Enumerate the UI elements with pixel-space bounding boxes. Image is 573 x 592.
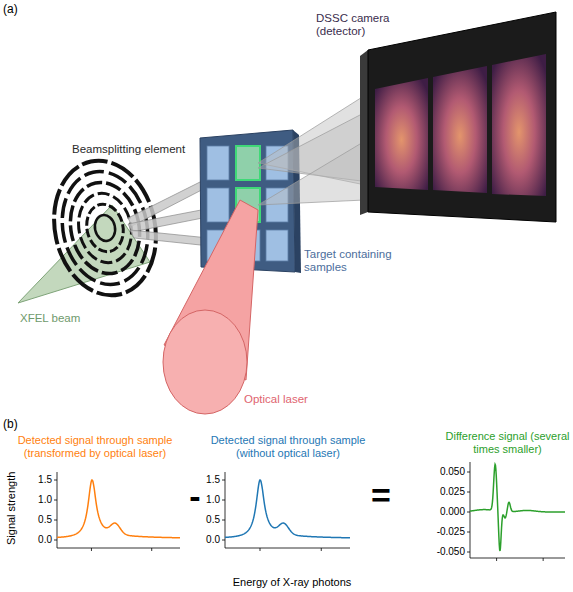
panel-letter: (a)	[3, 3, 18, 17]
y-axis	[225, 472, 226, 548]
tick-mark	[54, 520, 57, 521]
detector	[360, 12, 556, 222]
tick-label: 0.5	[38, 514, 52, 526]
plot-title: Detected signal through sample (transfor…	[0, 434, 190, 460]
plot-title: Detected signal through sample (without …	[200, 434, 376, 460]
part-label: XFEL beam	[20, 312, 80, 325]
tick-mark	[222, 500, 225, 501]
tick-label: -0.050	[437, 546, 465, 558]
plot-panel: Detected signal through sample (without …	[200, 434, 376, 554]
plot-axes	[54, 472, 180, 551]
tick-mark	[54, 480, 57, 481]
x-axis	[225, 548, 350, 549]
part-label: Target containing samples	[304, 248, 409, 274]
plot-axes	[222, 472, 350, 551]
tick-label: 1.0	[38, 494, 52, 506]
tick-mark	[151, 548, 152, 551]
axis-title: Energy of X-ray photons	[233, 576, 352, 589]
operator-symbol: -	[189, 479, 200, 513]
spectrum-curve	[57, 480, 180, 538]
tick-mark	[222, 540, 225, 541]
tick-mark	[54, 500, 57, 501]
tick-mark	[467, 492, 470, 493]
tick-mark	[54, 540, 57, 541]
spectrum-curve	[470, 464, 565, 551]
tick-mark	[222, 480, 225, 481]
tick-mark	[496, 558, 497, 561]
tick-label: 1.0	[206, 494, 220, 506]
panel-letter: (b)	[3, 418, 18, 432]
tick-mark	[467, 552, 470, 553]
part-label: Beamsplitting element	[72, 143, 185, 156]
tick-label: 0.000	[440, 506, 465, 518]
plot-title: Difference signal (several times smaller…	[445, 430, 570, 456]
tick-label: 0.050	[440, 466, 465, 478]
plot-axes	[467, 462, 565, 561]
spectrum-curve	[225, 480, 350, 538]
tick-mark	[543, 558, 544, 561]
x-axis	[470, 558, 565, 559]
plot-panel: Detected signal through sample (transfor…	[0, 434, 190, 554]
tick-label: 1.5	[38, 474, 52, 486]
part-label: Optical laser	[244, 393, 308, 406]
y-axis	[57, 472, 58, 548]
tick-mark	[467, 472, 470, 473]
tick-label: 1.5	[206, 474, 220, 486]
tick-mark	[467, 512, 470, 513]
operator-symbol: =	[371, 478, 391, 512]
axis-title: Signal strength	[6, 471, 19, 544]
optical-laser	[163, 200, 258, 414]
tick-mark	[467, 532, 470, 533]
part-label: DSSC camera (detector)	[316, 12, 400, 38]
x-axis	[57, 548, 180, 549]
tick-mark	[222, 520, 225, 521]
tick-label: 0.5	[206, 514, 220, 526]
tick-label: 0.0	[38, 534, 52, 546]
tick-mark	[260, 548, 261, 551]
tick-label: 0.025	[440, 486, 465, 498]
tick-mark	[321, 548, 322, 551]
y-axis	[470, 462, 471, 558]
tick-label: -0.025	[437, 526, 465, 538]
tick-label: 0.0	[206, 534, 220, 546]
tick-mark	[91, 548, 92, 551]
